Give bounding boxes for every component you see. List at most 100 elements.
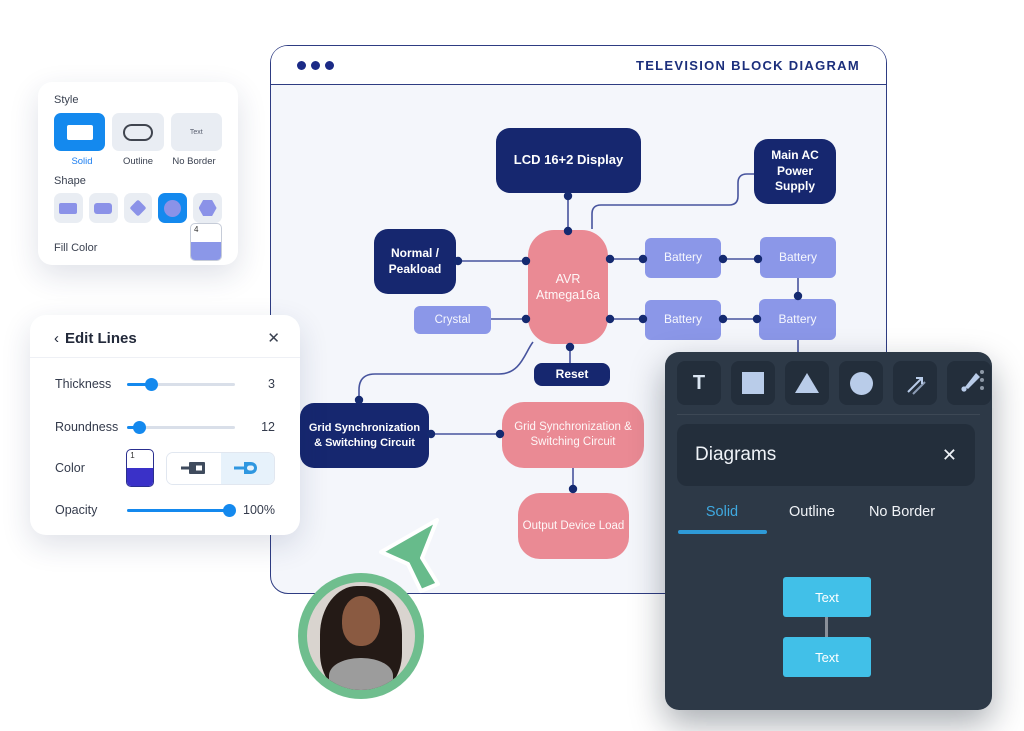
connector-arrow-icon: [907, 377, 926, 395]
roundness-row: Roundness 12: [55, 420, 275, 434]
line-style-segmented-control: [166, 451, 275, 485]
edit-lines-title: Edit Lines: [65, 329, 137, 347]
preview-text-box-bottom[interactable]: Text: [783, 637, 871, 677]
node-battery-3[interactable]: Battery: [645, 300, 721, 340]
edit-lines-panel: ‹ Edit Lines ✕ Thickness 3 Roundness 12 …: [30, 315, 300, 535]
thickness-label: Thickness: [55, 377, 112, 391]
hexagon-icon: [198, 200, 217, 216]
window-control-dots[interactable]: [297, 60, 334, 70]
node-lcd-display[interactable]: LCD 16+2 Display: [496, 128, 641, 193]
circle-icon: [164, 199, 182, 217]
avatar-body: [328, 657, 394, 690]
text-tool-button[interactable]: T: [677, 361, 721, 405]
tab-solid[interactable]: Solid: [705, 504, 739, 520]
style-panel-title: Style: [54, 94, 79, 106]
outline-pill-icon: [122, 123, 153, 141]
rounded-rectangle-icon: [94, 202, 113, 214]
window-title: TELEVISION BLOCK DIAGRAM: [635, 58, 860, 73]
node-battery-4[interactable]: Battery: [759, 299, 836, 340]
shape-hexagon-button[interactable]: [193, 193, 222, 223]
opacity-value: 100%: [243, 503, 275, 517]
node-grid-sync-right[interactable]: Grid Synchronization & Switching Circuit: [502, 402, 644, 468]
line-style-rounded-button[interactable]: [220, 452, 275, 484]
style-noborder-label: No Border: [172, 156, 216, 167]
preview-connector-line: [825, 617, 828, 637]
line-color-chip: [127, 468, 154, 486]
line-style-square-button[interactable]: [167, 452, 221, 484]
style-solid-button[interactable]: [54, 113, 106, 151]
roundness-slider[interactable]: [127, 420, 235, 434]
node-output-device-load[interactable]: Output Device Load: [518, 493, 629, 559]
fill-color-label: Fill Color: [54, 242, 98, 254]
roundness-value: 12: [261, 420, 275, 434]
toolbar-divider: [677, 414, 980, 415]
diagrams-close-icon[interactable]: ✕: [941, 444, 957, 465]
preview-text-box-top[interactable]: Text: [783, 577, 871, 617]
style-solid-label: Solid: [71, 156, 93, 167]
square-tool-button[interactable]: [731, 361, 775, 405]
opacity-slider[interactable]: [127, 503, 236, 517]
diagrams-panel-title: Diagrams: [695, 444, 777, 465]
style-outline-label: Outline: [122, 156, 154, 167]
shape-diamond-button[interactable]: [123, 193, 153, 223]
fill-color-number: 4: [194, 225, 199, 234]
window-titlebar: TELEVISION BLOCK DIAGRAM: [271, 46, 886, 85]
pen-tool-icon: [961, 373, 980, 392]
diagrams-header-card: Diagrams ✕: [677, 424, 975, 486]
node-avr-atmega[interactable]: AVR Atmega16a: [528, 230, 608, 344]
diagram-window: TELEVISION BLOCK DIAGRAM LCD 16+2 Displa…: [270, 45, 887, 594]
circle-tool-button[interactable]: [839, 361, 883, 405]
green-cursor-arrow: [379, 518, 440, 593]
shape-rounded-rectangle-button[interactable]: [88, 193, 118, 223]
thickness-slider-knob[interactable]: [145, 377, 158, 391]
fill-color-swatch[interactable]: 4: [190, 223, 222, 261]
shape-rectangle-button[interactable]: [54, 193, 83, 223]
connector-tool-button[interactable]: [893, 361, 937, 405]
color-row: Color 1: [55, 446, 275, 490]
color-label: Color: [55, 461, 85, 475]
node-normal-peakload[interactable]: Normal / Peakload: [374, 229, 456, 294]
rounded-end-line-icon: [234, 462, 258, 474]
presenter-avatar: [298, 573, 424, 699]
opacity-label: Opacity: [55, 503, 98, 517]
line-color-number: 1: [130, 451, 135, 460]
node-grid-sync-left[interactable]: Grid Synchronization & Switching Circuit: [300, 403, 429, 468]
node-reset[interactable]: Reset: [534, 363, 610, 386]
back-chevron-icon[interactable]: ‹: [54, 329, 59, 347]
circle-tool-icon: [849, 371, 873, 395]
solid-rect-icon: [66, 124, 93, 140]
overflow-menu-icon[interactable]: [980, 370, 984, 390]
node-crystal[interactable]: Crystal: [414, 306, 491, 334]
rectangle-icon: [59, 202, 78, 214]
active-tab-underline: [678, 530, 767, 534]
roundness-label: Roundness: [55, 420, 119, 434]
style-noborder-button[interactable]: Text: [170, 113, 222, 151]
shapes-toolbar-panel: T Diagrams ✕ Solid Outline No Border: [665, 352, 992, 710]
thickness-slider[interactable]: [127, 377, 235, 391]
thickness-row: Thickness 3: [55, 377, 275, 391]
diagrams-tabs: Solid Outline No Border: [677, 504, 975, 520]
style-outline-button[interactable]: [112, 113, 164, 151]
triangle-tool-button[interactable]: [785, 361, 829, 405]
triangle-tool-icon: [795, 373, 819, 393]
line-color-swatch[interactable]: 1: [126, 449, 155, 487]
noborder-text-icon: Text: [189, 128, 203, 136]
tab-no-border[interactable]: No Border: [868, 504, 936, 520]
text-tool-icon: T: [692, 371, 706, 394]
opacity-row: Opacity 100%: [55, 503, 275, 517]
diamond-icon: [129, 199, 147, 217]
pen-tool-button[interactable]: [947, 361, 991, 405]
tab-outline[interactable]: Outline: [789, 504, 835, 520]
shape-section-label: Shape: [54, 175, 86, 187]
square-end-line-icon: [180, 462, 205, 474]
edit-lines-close-icon[interactable]: ✕: [267, 330, 280, 347]
opacity-slider-knob[interactable]: [223, 503, 236, 517]
avatar-face: [341, 596, 381, 646]
node-main-ac-power[interactable]: Main AC Power Supply: [754, 139, 836, 204]
node-battery-1[interactable]: Battery: [645, 238, 721, 278]
thickness-value: 3: [268, 377, 275, 391]
fill-color-chip: [191, 242, 221, 260]
node-battery-2[interactable]: Battery: [760, 237, 836, 278]
shape-circle-button[interactable]: [158, 193, 188, 223]
roundness-slider-knob[interactable]: [133, 420, 146, 434]
